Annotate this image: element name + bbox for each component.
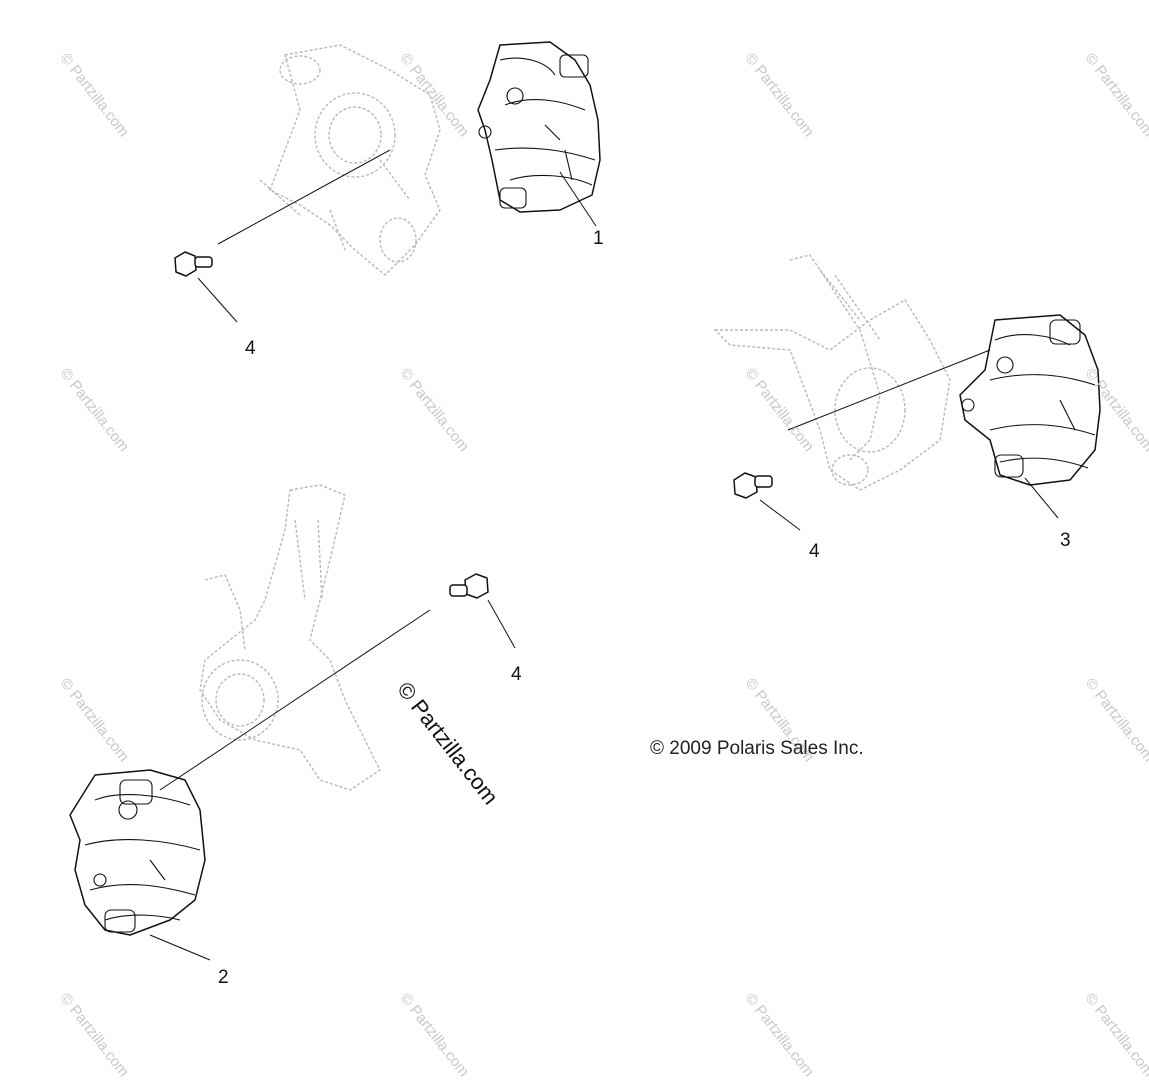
- bolt-right: [733, 472, 773, 499]
- knuckle-top-left: [259, 44, 441, 276]
- callout-part-1: 1: [593, 228, 604, 249]
- knuckle-right: [713, 254, 951, 491]
- bolt-bottom: [449, 573, 489, 599]
- callout-part-4-bottom: 4: [511, 664, 522, 685]
- callout-part-4-top: 4: [245, 338, 256, 359]
- brake-caliper-2: [69, 769, 206, 936]
- copyright-notice: © 2009 Polaris Sales Inc.: [650, 738, 864, 759]
- knuckle-bottom-left: [199, 484, 381, 791]
- callout-part-3: 3: [1060, 530, 1071, 551]
- callout-part-2: 2: [218, 967, 229, 988]
- parts-diagram: .ghost { fill: none; stroke: #b8b8b8; st…: [69, 41, 1101, 961]
- brake-caliper-3: [959, 314, 1101, 486]
- bolt-top-left: [174, 251, 213, 277]
- callout-part-4-right: 4: [809, 541, 820, 562]
- brake-caliper-1: [477, 41, 601, 213]
